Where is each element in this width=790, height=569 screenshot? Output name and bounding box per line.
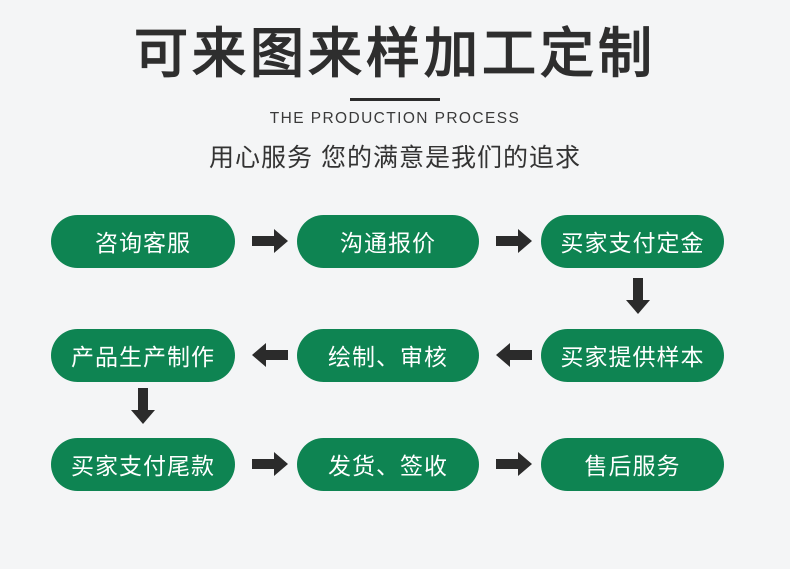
- flow-step-consult-service[interactable]: 咨询客服: [51, 214, 235, 268]
- arrow-right-icon: [250, 226, 290, 256]
- title-divider: [350, 98, 440, 101]
- flow-step-buyer-provides-sample[interactable]: 买家提供样本: [541, 328, 724, 382]
- tagline: 用心服务 您的满意是我们的追求: [209, 144, 581, 172]
- flow-step-buyer-pays-balance[interactable]: 买家支付尾款: [51, 437, 235, 491]
- flow-step-negotiate-quote[interactable]: 沟通报价: [297, 214, 479, 268]
- flow-row-3: 买家支付尾款 发货、签收 售后服务: [0, 433, 790, 495]
- arrow-right-icon: [494, 449, 534, 479]
- arrow-right-icon: [250, 449, 290, 479]
- flow-step-buyer-pays-deposit[interactable]: 买家支付定金: [541, 214, 724, 268]
- arrow-down-icon: [623, 276, 653, 316]
- arrow-left-icon: [494, 340, 534, 370]
- header: 可来图来样加工定制 THE PRODUCTION PROCESS 用心服务 您的…: [0, 0, 790, 173]
- flow-step-product-manufacturing[interactable]: 产品生产制作: [51, 328, 235, 382]
- flow-step-after-sales-service[interactable]: 售后服务: [541, 437, 724, 491]
- arrow-right-icon: [494, 226, 534, 256]
- subtitle-english: THE PRODUCTION PROCESS: [269, 110, 521, 127]
- flow-step-shipping-receipt[interactable]: 发货、签收: [297, 437, 479, 491]
- flow-step-drawing-review[interactable]: 绘制、审核: [297, 328, 479, 382]
- flow-row-1: 咨询客服 沟通报价 买家支付定金: [0, 210, 790, 272]
- page-title: 可来图来样加工定制: [134, 24, 656, 84]
- arrow-down-icon: [128, 386, 158, 426]
- flow-row-2: 产品生产制作 绘制、审核 买家提供样本: [0, 324, 790, 386]
- arrow-left-icon: [250, 340, 290, 370]
